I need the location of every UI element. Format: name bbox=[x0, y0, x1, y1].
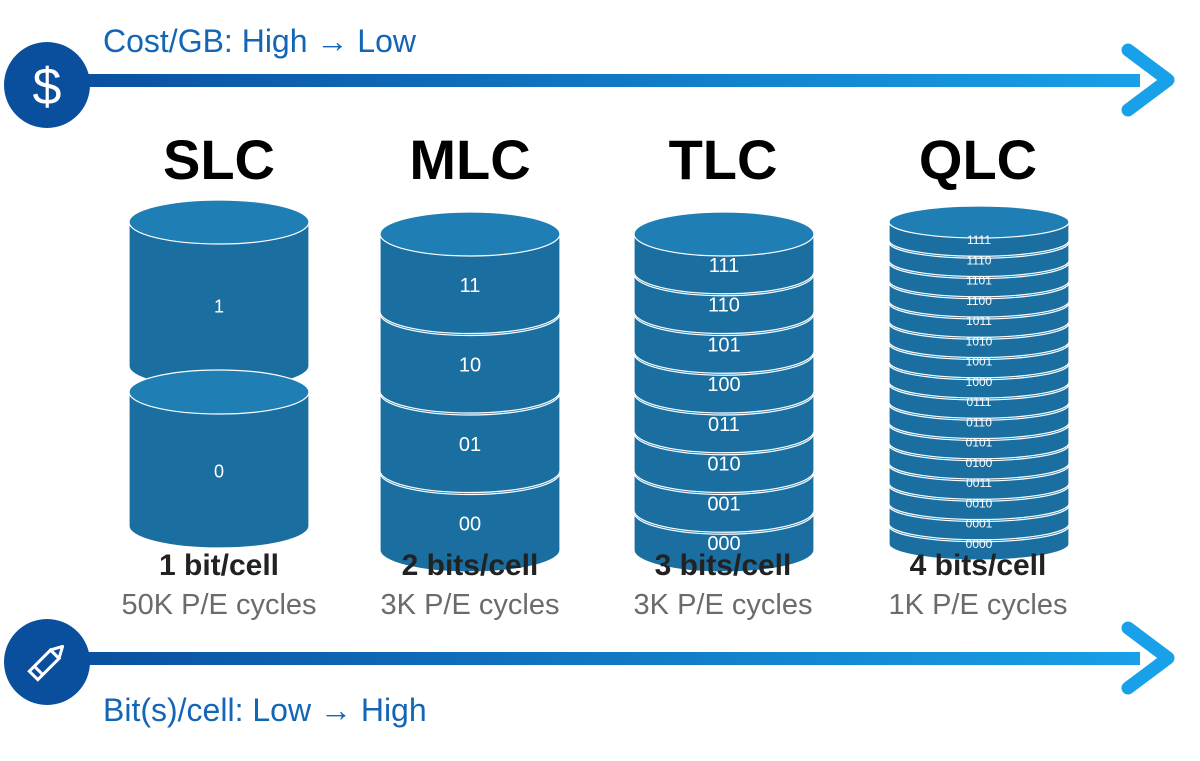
cylinder-layer bbox=[379, 471, 561, 573]
bit-value-label: 0010 bbox=[966, 496, 993, 510]
bit-value-label: 1000 bbox=[966, 375, 993, 389]
bit-value-label: 100 bbox=[707, 374, 740, 396]
bit-value-label: 101 bbox=[707, 334, 740, 356]
bit-value-label: 0001 bbox=[966, 517, 993, 531]
cost-axis-label: Cost/GB: High → Low bbox=[103, 23, 416, 59]
bit-value-label: 1110 bbox=[967, 253, 992, 267]
bit-value-label: 11 bbox=[460, 275, 481, 297]
bit-value-label: 1111 bbox=[967, 233, 991, 247]
slc-title: SLC bbox=[163, 128, 275, 191]
qlc-bits: 4 bits/cell bbox=[909, 549, 1047, 582]
cylinder-cap bbox=[633, 211, 815, 257]
tlc-endurance: 3K P/E cycles bbox=[633, 589, 813, 621]
cylinder-cap bbox=[128, 369, 310, 415]
slc-stack: 10 bbox=[128, 199, 310, 549]
mlc-title: MLC bbox=[409, 128, 531, 191]
bit-value-label: 1100 bbox=[966, 294, 992, 308]
qlc-endurance: 1K P/E cycles bbox=[888, 589, 1068, 621]
bit-value-label: 1101 bbox=[966, 274, 992, 288]
bit-value-label: 00 bbox=[459, 513, 481, 535]
cylinder-layer bbox=[379, 233, 561, 335]
cylinder-cap bbox=[379, 211, 561, 257]
bit-value-label: 010 bbox=[707, 454, 740, 476]
cylinder-layer bbox=[379, 392, 561, 494]
bit-value-label: 1010 bbox=[966, 334, 993, 348]
bit-value-label: 0110 bbox=[966, 415, 992, 429]
bit-value-label: 10 bbox=[459, 354, 481, 376]
pencil-icon bbox=[4, 619, 90, 705]
tlc-bits: 3 bits/cell bbox=[654, 549, 792, 582]
bit-value-label: 001 bbox=[707, 493, 740, 515]
cost-arrow bbox=[60, 43, 1175, 117]
bit-value-label: 0100 bbox=[966, 456, 993, 470]
bit-value-label: 110 bbox=[708, 295, 740, 317]
bit-value-label: 0111 bbox=[967, 395, 992, 409]
slc-endurance: 50K P/E cycles bbox=[121, 589, 317, 621]
dollar-icon: $ bbox=[4, 42, 90, 128]
bit-value-label: 0000 bbox=[966, 537, 993, 551]
bit-value-label: 01 bbox=[459, 434, 481, 456]
bit-value-label: 1001 bbox=[966, 355, 993, 369]
cylinder-layer bbox=[128, 391, 310, 549]
bit-value-label: 0101 bbox=[966, 436, 993, 450]
cylinder-cap bbox=[128, 199, 310, 245]
qlc-title: QLC bbox=[918, 128, 1038, 191]
bit-value-label: 0011 bbox=[966, 476, 992, 490]
bit-value-label: 011 bbox=[708, 414, 740, 436]
mlc-endurance: 3K P/E cycles bbox=[380, 589, 560, 621]
bit-value-label: 1 bbox=[214, 296, 224, 316]
bit-value-label: 1011 bbox=[966, 314, 992, 328]
qlc-stack: 0000 0001 0010 0011 0100 0101 0110 0111 1000 1001… bbox=[888, 205, 1070, 561]
svg-text:$: $ bbox=[33, 58, 62, 116]
bits-axis-label: Bit(s)/cell: Low → High bbox=[103, 692, 427, 728]
slc-bits: 1 bit/cell bbox=[158, 549, 280, 582]
cylinder-layer bbox=[379, 312, 561, 414]
bits-arrow bbox=[60, 621, 1175, 695]
bit-value-label: 111 bbox=[709, 255, 739, 277]
mlc-bits: 2 bits/cell bbox=[401, 549, 539, 582]
cylinder-cap bbox=[888, 205, 1070, 239]
tlc-stack: 000 001 010 011 100 101 110 111 bbox=[633, 211, 815, 573]
tlc-title: TLC bbox=[668, 128, 778, 191]
mlc-stack: 00 01 10 11 bbox=[379, 211, 561, 573]
bit-value-label: 0 bbox=[214, 461, 224, 481]
bit-value-label: 000 bbox=[707, 533, 740, 555]
